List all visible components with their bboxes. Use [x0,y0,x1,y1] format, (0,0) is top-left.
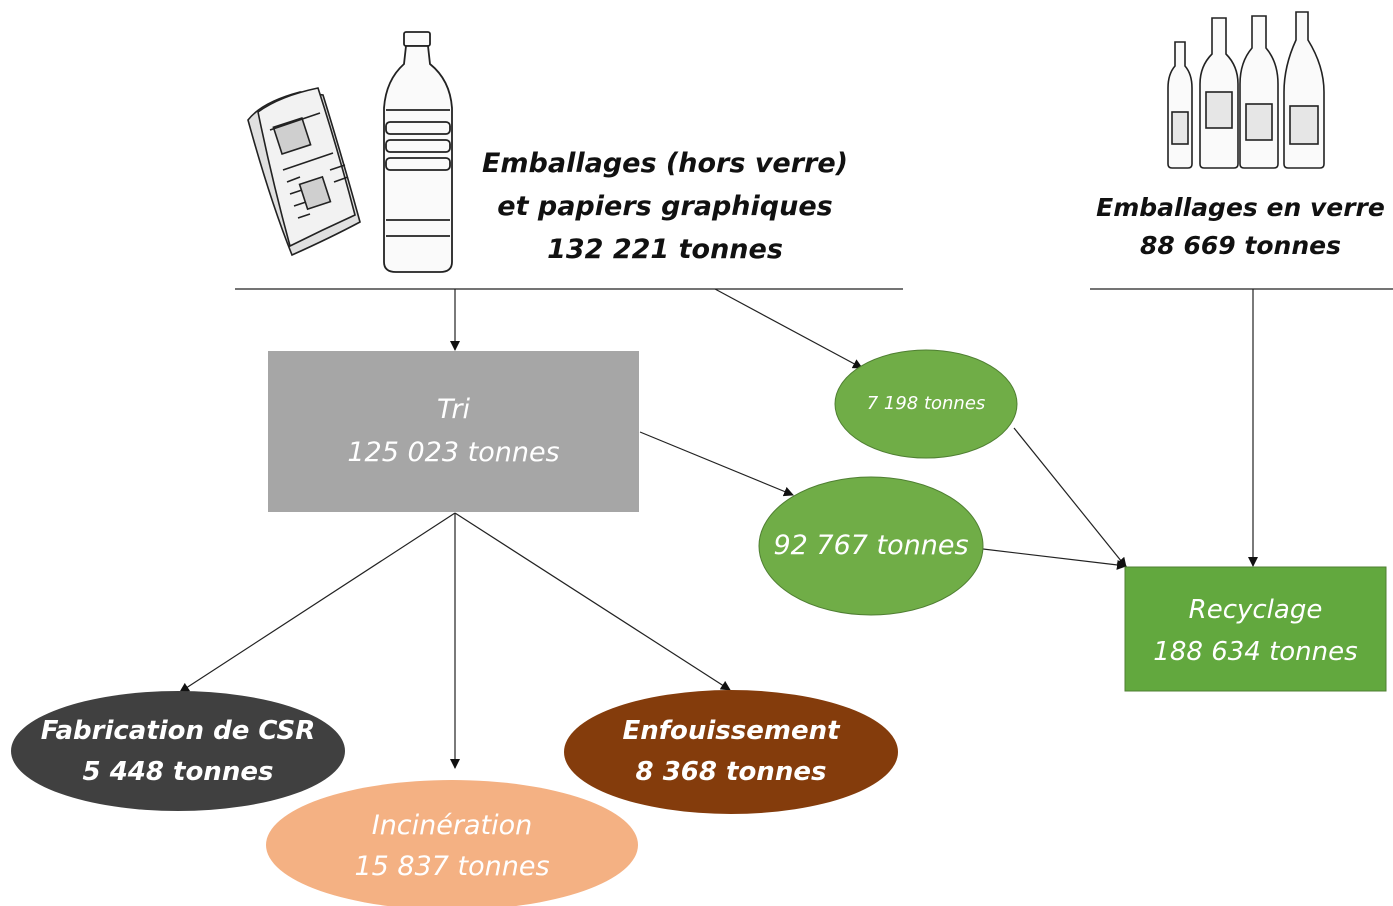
tri-label: Tri 125 023 tonnes [268,388,639,474]
direct-recycling-label: 7 198 tonnes [835,393,1017,415]
recyclage-value: 188 634 tonnes [1153,637,1358,667]
sorted-recycling-ellipse [758,476,984,616]
glass-bottles-icon [1167,11,1325,169]
source-left-line1: Emballages (hors verre) [481,148,849,179]
csr-ellipse [11,691,345,811]
incineration-value: 15 837 tonnes [354,851,550,882]
arrow-tri-to-sorted [639,431,794,497]
enfouissement-title: Enfouissement [622,716,840,746]
arrow-sorted-to-recyclage [982,548,1127,570]
incineration-ellipse [266,780,638,906]
enfouissement-ellipse [564,690,898,814]
source-right-line1: Emballages en verre [1096,193,1385,222]
recyclage-label: Recyclage 188 634 tonnes [1125,589,1386,673]
csr-title: Fabrication de CSR [40,716,316,746]
enfouissement-label: Enfouissement 8 368 tonnes [564,711,898,793]
enfouissement-value: 8 368 tonnes [635,757,827,787]
direct-recycling-value: 7 198 tonnes [866,393,986,414]
newspaper-icon [247,87,361,257]
sorted-recycling-value: 92 767 tonnes [773,530,969,561]
csr-label: Fabrication de CSR 5 448 tonnes [11,711,345,793]
source-right-line2: 88 669 tonnes [1140,231,1341,260]
source-right-label: Emballages en verre 88 669 tonnes [1088,189,1393,265]
source-left-label: Emballages (hors verre) et papiers graph… [445,142,885,271]
incineration-title: Incinération [371,810,533,841]
recyclage-title: Recyclage [1188,595,1323,625]
tri-title: Tri [437,394,470,425]
tri-value: 125 023 tonnes [347,437,560,468]
csr-value: 5 448 tonnes [82,757,274,787]
arrow-tri-to-enfouissement [454,512,731,691]
tri-box [268,351,639,512]
source-left-line2: et papiers graphiques [497,191,833,222]
arrow-source-to-direct [714,288,863,369]
sorted-recycling-label: 92 767 tonnes [759,530,983,562]
arrow-tri-to-csr [179,512,456,693]
incineration-label: Incinération 15 837 tonnes [266,805,638,887]
arrow-direct-to-recyclage [1013,427,1127,568]
source-left-line3: 132 221 tonnes [547,234,783,265]
direct-recycling-ellipse [834,349,1018,459]
plastic-bottle-icon [383,31,453,273]
recyclage-box [1124,566,1387,692]
